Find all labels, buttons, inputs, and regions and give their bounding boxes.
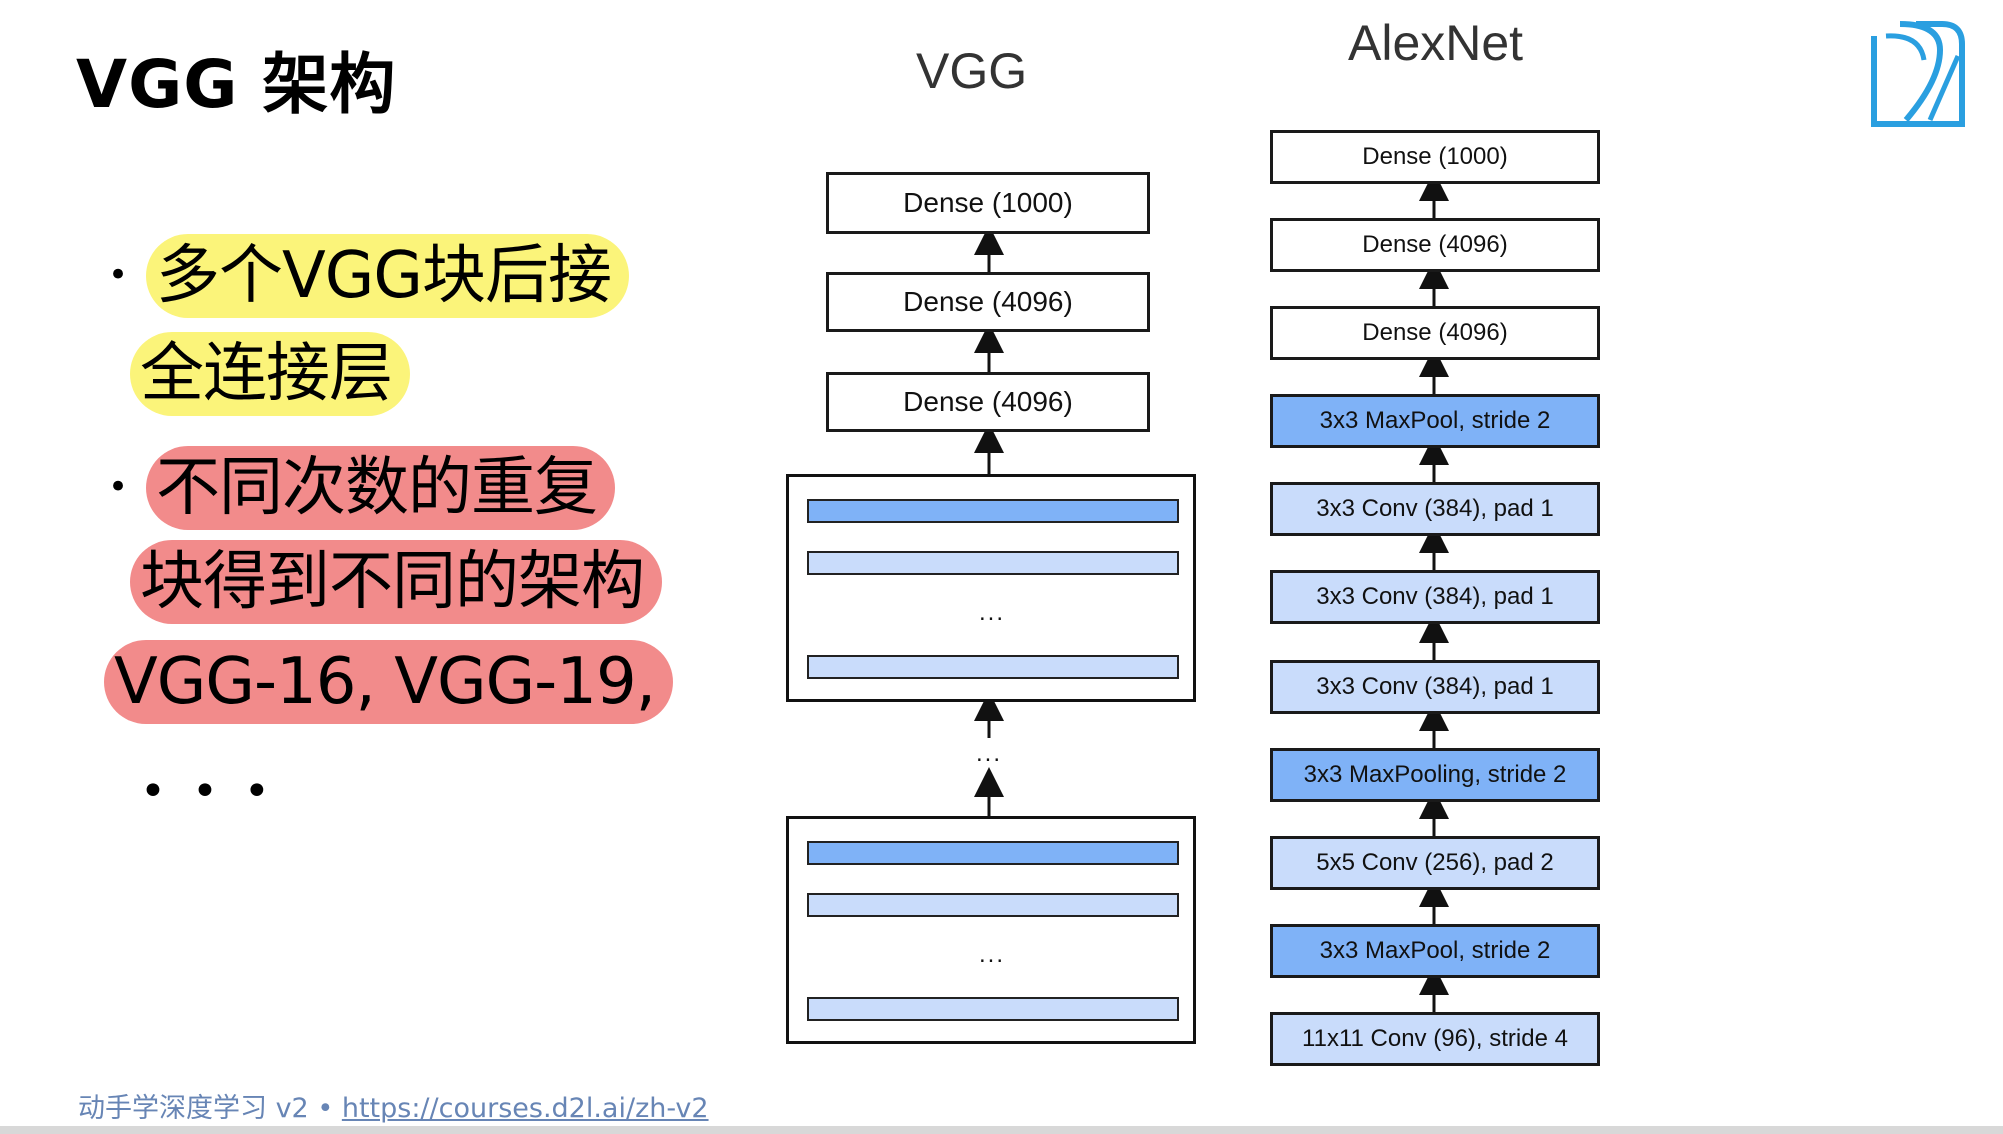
bullet-2-line-2: 块得到不同的架构 <box>130 540 662 624</box>
vgg-dense-4096-a: Dense (4096) <box>826 272 1150 332</box>
footer: 动手学深度学习 v2 • https://courses.d2l.ai/zh-v… <box>78 1086 709 1125</box>
vgg-layer-conv <box>807 893 1179 917</box>
bullet-1-line-1: 多个VGG块后接 <box>146 234 629 318</box>
bullet-1-line-2: 全连接层 <box>130 332 410 416</box>
bullet-2-line-3: VGG-16, VGG-19, <box>104 640 674 724</box>
alexnet-layer: 3x3 Conv (384), pad 1 <box>1270 660 1600 714</box>
vgg-layer-conv <box>807 997 1179 1021</box>
alexnet-title: AlexNet <box>1348 15 1524 71</box>
vgg-layer-pool <box>807 841 1179 865</box>
alexnet-layer: 3x3 MaxPooling, stride 2 <box>1270 748 1600 802</box>
bottom-bar <box>0 1126 2003 1134</box>
alexnet-layer: Dense (4096) <box>1270 218 1600 272</box>
alexnet-layer: Dense (1000) <box>1270 130 1600 184</box>
bullet-dot: • <box>108 255 129 295</box>
alexnet-layer: 3x3 MaxPool, stride 2 <box>1270 394 1600 448</box>
page-title: VGG 架构 <box>76 46 397 123</box>
alexnet-layer: Dense (4096) <box>1270 306 1600 360</box>
alexnet-layer: 3x3 Conv (384), pad 1 <box>1270 570 1600 624</box>
bullet-dot: • <box>108 467 129 507</box>
vgg-layer-pool <box>807 499 1179 523</box>
footer-link[interactable]: https://courses.d2l.ai/zh-v2 <box>341 1093 709 1124</box>
vgg-dense-4096-b: Dense (4096) <box>826 372 1150 432</box>
bullet-ellipsis: • • • <box>140 766 276 817</box>
vgg-block-ellipsis: ... <box>979 941 1006 968</box>
vgg-blocks-ellipsis: ... <box>976 740 1003 767</box>
bullet-2-line-1: 不同次数的重复 <box>146 446 615 530</box>
vgg-block-bottom: ... <box>786 816 1196 1044</box>
d2l-logo-icon <box>1871 21 1965 127</box>
vgg-title: VGG <box>916 43 1028 99</box>
footer-text: 动手学深度学习 v2 • <box>78 1093 342 1124</box>
vgg-block-ellipsis: ... <box>979 599 1006 626</box>
vgg-layer-conv <box>807 655 1179 679</box>
alexnet-layer: 3x3 Conv (384), pad 1 <box>1270 482 1600 536</box>
vgg-block-top: ... <box>786 474 1196 702</box>
alexnet-layer: 3x3 MaxPool, stride 2 <box>1270 924 1600 978</box>
alexnet-layer: 11x11 Conv (96), stride 4 <box>1270 1012 1600 1066</box>
vgg-layer-conv <box>807 551 1179 575</box>
alexnet-layer: 5x5 Conv (256), pad 2 <box>1270 836 1600 890</box>
vgg-dense-1000: Dense (1000) <box>826 172 1150 234</box>
